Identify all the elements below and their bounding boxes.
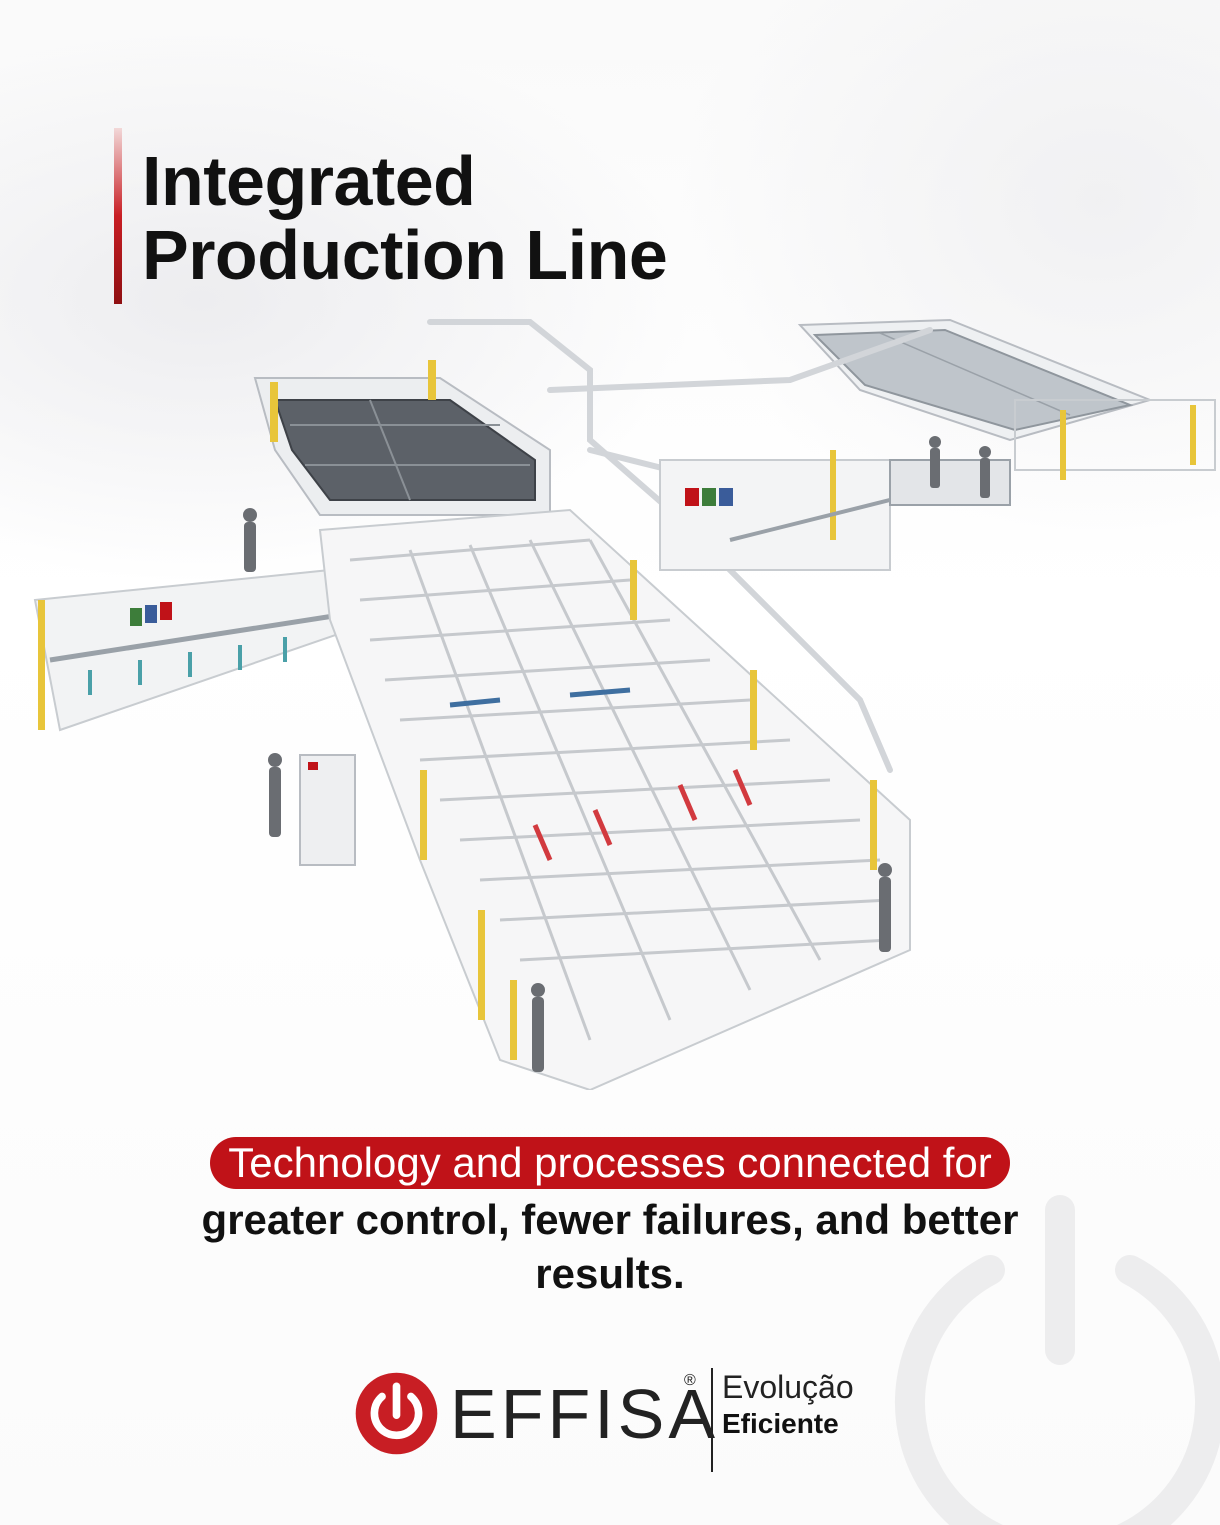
saw-station-left <box>33 568 352 732</box>
tagline-body: greater control, fewer failures, and bet… <box>201 1196 1019 1297</box>
logo-divider <box>711 1368 713 1472</box>
tagline: Technology and processes connected for g… <box>0 1137 1220 1301</box>
glass-cutting-table-left <box>253 360 551 516</box>
main-assembly-line <box>299 508 911 1090</box>
production-line-illustration <box>33 318 1216 1090</box>
brand-tagline-line-2: Eficiente <box>722 1408 839 1439</box>
power-icon <box>355 1372 438 1455</box>
registered-mark: ® <box>684 1372 696 1389</box>
tagline-highlight: Technology and processes connected for <box>210 1137 1010 1189</box>
brand-name: EFFISA <box>450 1375 720 1453</box>
brand-tagline-line-1: Evolução <box>722 1369 854 1405</box>
power-watermark-icon <box>895 1195 1220 1525</box>
title-line-1: Integrated <box>142 142 476 220</box>
title-line-2: Production Line <box>142 216 668 294</box>
glass-cutting-table-right <box>797 318 1216 480</box>
operator-figures <box>243 436 991 1072</box>
saw-station-right <box>659 450 1011 571</box>
title-accent-bar <box>114 128 122 304</box>
brand-logo: EFFISA ® Evolução Eficiente <box>354 1366 874 1472</box>
page-title: Integrated Production Line <box>142 142 668 294</box>
